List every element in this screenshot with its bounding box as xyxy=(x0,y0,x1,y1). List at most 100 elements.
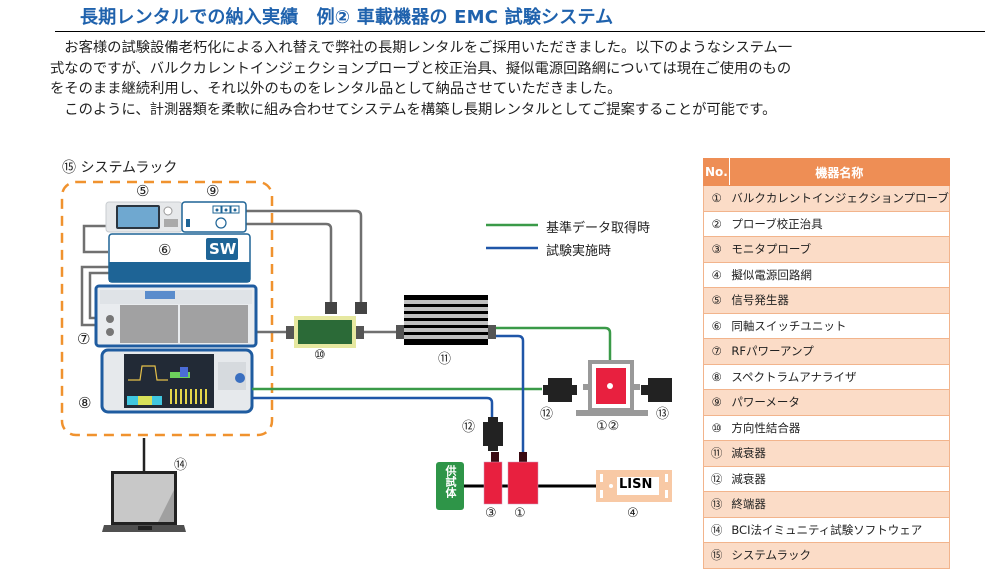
column-header-no: No. xyxy=(703,158,730,186)
row-number: ⑥ xyxy=(703,312,730,339)
equipment-name: 擬似電源回路網 xyxy=(729,261,950,288)
system-rack-outline xyxy=(60,180,274,437)
equipment-name: 方向性結合器 xyxy=(729,414,950,441)
legend-test: 試験実施時 xyxy=(546,244,612,259)
cable-attenuator-to-jig-green xyxy=(496,326,612,380)
row-number: ③ xyxy=(703,236,730,263)
equipment-name: 同軸スイッチユニット xyxy=(729,312,950,339)
cable-attenuator-to-probe-blue xyxy=(496,334,525,458)
cable-switch-to-amp-2 xyxy=(88,271,110,320)
signal-generator xyxy=(105,201,183,233)
cable-switch-to-amp-1 xyxy=(80,265,110,327)
description-line: このように、計測器類を柔軟に組み合わせてシステムを構築し長期レンタルとしてご提案… xyxy=(50,101,777,118)
equipment-name: システムラック xyxy=(729,542,950,569)
attenuator-11 xyxy=(396,295,496,345)
label-4: ④ xyxy=(627,506,639,521)
equipment-name: モニタプローブ xyxy=(729,236,950,263)
row-number: ⑩ xyxy=(703,414,730,441)
attenuator-12-monitor xyxy=(483,417,503,451)
description-line: お客様の試験設備老朽化による入れ替えで弊社の長期レンタルをご採用いただきました。… xyxy=(50,40,793,56)
row-number: ① xyxy=(703,185,730,212)
calibration-jig xyxy=(576,360,648,416)
terminator-13 xyxy=(641,378,672,402)
cable-powermeter-to-coupler-1 xyxy=(246,209,363,302)
equipment-name: パワーメータ xyxy=(729,389,950,416)
cable-test-blue xyxy=(252,396,494,422)
row-number: ⑤ xyxy=(703,287,730,314)
column-header-name: 機器名称 xyxy=(728,158,950,186)
equipment-name: 減衰器 xyxy=(729,440,950,467)
bci-probe xyxy=(507,461,539,505)
row-number: ⑪ xyxy=(703,440,730,467)
row-number: ⑮ xyxy=(703,542,730,569)
row-number: ⑫ xyxy=(703,465,730,492)
lisn xyxy=(596,470,672,502)
label-12-jig: ⑫ xyxy=(540,407,554,422)
label-10: ⑩ xyxy=(314,348,326,363)
dut-box xyxy=(436,462,464,510)
label-12-monitor: ⑫ xyxy=(462,420,476,435)
lisn-label: LISN xyxy=(619,477,653,492)
cable-powermeter-to-coupler-2 xyxy=(246,222,333,302)
directional-coupler xyxy=(286,302,367,348)
monitor-probe xyxy=(483,461,503,505)
label-13: ⑬ xyxy=(656,407,670,422)
row-number: ⑨ xyxy=(703,389,730,416)
row-number: ⑧ xyxy=(703,363,730,390)
row-number: ② xyxy=(703,210,730,237)
equipment-name: 終端器 xyxy=(729,491,950,518)
equipment-name: スペクトラムアナライザ xyxy=(729,363,950,390)
switch-sw-badge: SW xyxy=(209,240,237,258)
equipment-name: BCI法イミュニティ試験ソフトウェア xyxy=(729,516,950,543)
label-7: ⑦ xyxy=(77,330,91,348)
rf-power-amplifier xyxy=(94,284,258,348)
spectrum-analyzer xyxy=(100,348,254,414)
diagram-canvas xyxy=(60,180,672,532)
attenuator-12-jig xyxy=(543,378,577,402)
description: お客様の試験設備老朽化による入れ替えで弊社の長期レンタルをご採用いただきました。… xyxy=(50,38,940,120)
label-8: ⑧ xyxy=(78,394,92,412)
equipment-name: 減衰器 xyxy=(729,465,950,492)
dut-label: 供試体 xyxy=(444,465,457,498)
coaxial-switch-unit xyxy=(108,233,251,283)
equipment-name: バルクカレントインジェクションプローブ xyxy=(729,185,950,212)
system-rack-label: ⑮ システムラック xyxy=(62,160,178,176)
label-6: ⑥ xyxy=(158,241,172,259)
equipment-name: プローブ校正治具 xyxy=(729,210,950,237)
label-3: ③ xyxy=(485,506,497,521)
label-11: ⑪ xyxy=(438,352,452,367)
row-number: ⑭ xyxy=(703,516,730,543)
equipment-name: RFパワーアンプ xyxy=(729,338,950,365)
laptop xyxy=(102,471,186,532)
label-1-2: ①② xyxy=(596,419,620,434)
label-1: ① xyxy=(514,506,526,521)
row-number: ⑬ xyxy=(703,491,730,518)
page-title: 長期レンタルでの納入実績 例② 車載機器の EMC 試験システム xyxy=(80,7,614,28)
system-diagram: ⑮ システムラック ⑤ ⑨ ⑥ SW ⑦ ⑧ ⑩ ⑪ ⑫ ⑬ ①② ⑫ ⑭ ③ … xyxy=(0,140,700,570)
label-9: ⑨ xyxy=(206,182,220,200)
cable-sg-to-switch xyxy=(82,224,108,254)
table-header-row: No. 機器名称 xyxy=(703,158,950,186)
description-line: 式なのですが、バルクカレントインジェクションプローブと校正治具、擬似電源回路網に… xyxy=(50,60,792,77)
equipment-name: 信号発生器 xyxy=(729,287,950,314)
title-divider xyxy=(55,31,985,32)
label-14: ⑭ xyxy=(174,458,188,473)
row-number: ⑦ xyxy=(703,338,730,365)
